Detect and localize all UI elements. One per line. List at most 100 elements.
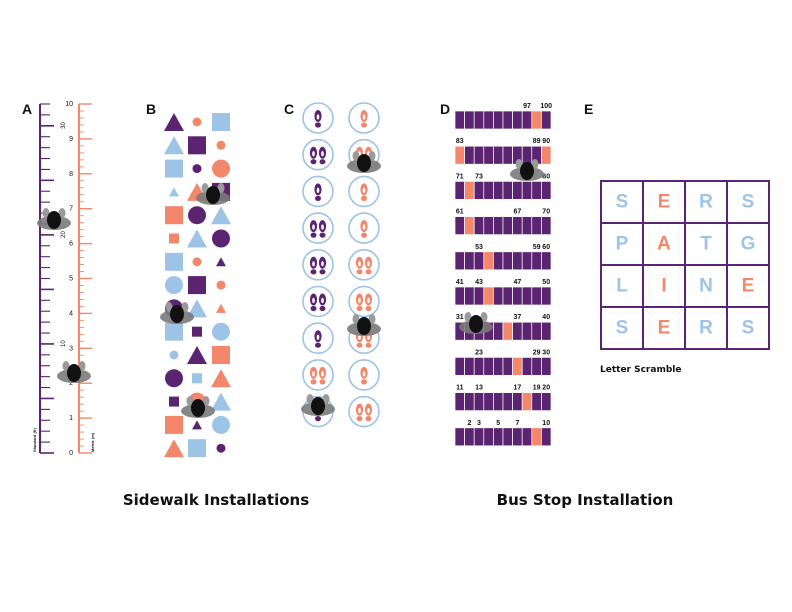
grid-letter: E [658, 192, 671, 213]
footprint-highlight [312, 297, 315, 304]
number-cell [531, 427, 542, 447]
grid-letter: S [616, 192, 629, 213]
number-cell [493, 427, 504, 447]
footprint-highlight [316, 334, 320, 340]
number-label: 90 [542, 138, 550, 145]
shape-circle [216, 443, 226, 453]
shape-triangle [187, 229, 207, 248]
footprint-circle [302, 138, 334, 171]
number-cell [521, 427, 533, 447]
number-cell [521, 181, 533, 200]
footprint-heel [361, 122, 367, 128]
number-label: 30 [542, 349, 550, 356]
footprint-highlight [312, 261, 315, 267]
number-label: 40 [542, 314, 550, 321]
number-cell [541, 251, 552, 271]
shape-triangle [211, 206, 231, 225]
mouse-head [47, 211, 61, 229]
number-cell [473, 286, 485, 306]
number-cell [521, 251, 533, 271]
mouse-ear [202, 396, 210, 406]
footprint-heel [361, 379, 367, 385]
grid-letter: G [741, 234, 756, 255]
grid-letter: E [742, 276, 755, 297]
footprint-heel [356, 416, 363, 422]
grid-letter: S [742, 318, 755, 339]
number-cell [502, 286, 513, 306]
sidewalk-caption: Sidewalk Installations [123, 491, 309, 509]
ruler-metric-tick-label: 2 [69, 380, 73, 387]
number-cell [541, 286, 552, 306]
footprint-circle [302, 248, 334, 281]
letter-scramble-caption: Letter Scramble [600, 365, 681, 375]
shape-square [169, 233, 179, 244]
number-cell [454, 357, 465, 376]
number-label: 20 [542, 385, 550, 392]
ruler-metric-tick-label: 3 [69, 345, 73, 352]
footprint-highlight [367, 334, 370, 340]
number-cell [512, 251, 523, 271]
number-cell [502, 110, 513, 130]
shape-square [192, 373, 202, 384]
ruler-metric-label: Metric (m) [90, 432, 95, 452]
footprint-heel [356, 305, 363, 312]
shape-square [192, 326, 202, 337]
number-label: 41 [456, 279, 464, 286]
shape-triangle [164, 439, 184, 458]
shape-square [165, 322, 183, 341]
footprint-heel [365, 416, 372, 422]
number-cell [493, 145, 504, 165]
number-cell [521, 392, 533, 411]
number-cell [493, 216, 504, 235]
number-cell [483, 392, 494, 411]
shape-circle [212, 229, 230, 248]
number-cell [502, 427, 513, 447]
shape-square [188, 439, 206, 458]
panel-label-d: D [440, 101, 450, 117]
number-cell [483, 357, 494, 376]
shape-square [212, 346, 230, 364]
footprint-highlight [367, 297, 370, 304]
footprint-heel [310, 379, 317, 385]
footprint-heel [310, 232, 317, 238]
grid-letter: A [657, 234, 671, 255]
footprint-heel [356, 342, 363, 348]
footprint-heel [356, 269, 363, 275]
number-label: 47 [514, 279, 522, 286]
shape-triangle [187, 299, 207, 318]
number-cell [473, 357, 485, 376]
grid-letter: E [658, 318, 671, 339]
footprint-highlight [362, 114, 366, 120]
footprint-heel [315, 342, 321, 348]
number-cell [541, 321, 552, 341]
number-label: 83 [456, 138, 464, 145]
panel-label-e: E [584, 101, 593, 117]
number-cell [473, 392, 485, 411]
footprint-circle [302, 285, 334, 318]
number-cell [464, 216, 475, 235]
shape-triangle [187, 346, 207, 364]
ruler-metric-tick-label: 7 [69, 206, 73, 213]
number-cell [541, 357, 552, 376]
mouse-ear [201, 183, 209, 193]
shape-circle [212, 415, 230, 434]
number-cell [493, 181, 504, 200]
ruler-standard-label: Standard (ft) [32, 428, 37, 452]
footprint-heel [315, 195, 321, 201]
footprint-highlight [312, 371, 315, 377]
number-cell [521, 286, 533, 306]
number-cell [541, 110, 552, 130]
mouse-ear [322, 394, 330, 404]
ruler-metric-tick-label: 4 [69, 310, 73, 317]
number-label: 7 [515, 420, 519, 427]
mouse-ear [306, 394, 314, 404]
shape-circle [216, 140, 226, 150]
shape-square [165, 159, 183, 178]
ruler-standard-tick-label: 30 [61, 121, 67, 128]
number-label: 11 [456, 385, 464, 392]
footprint-installation [302, 102, 380, 428]
number-cell [512, 216, 523, 235]
number-label: 23 [475, 349, 483, 356]
